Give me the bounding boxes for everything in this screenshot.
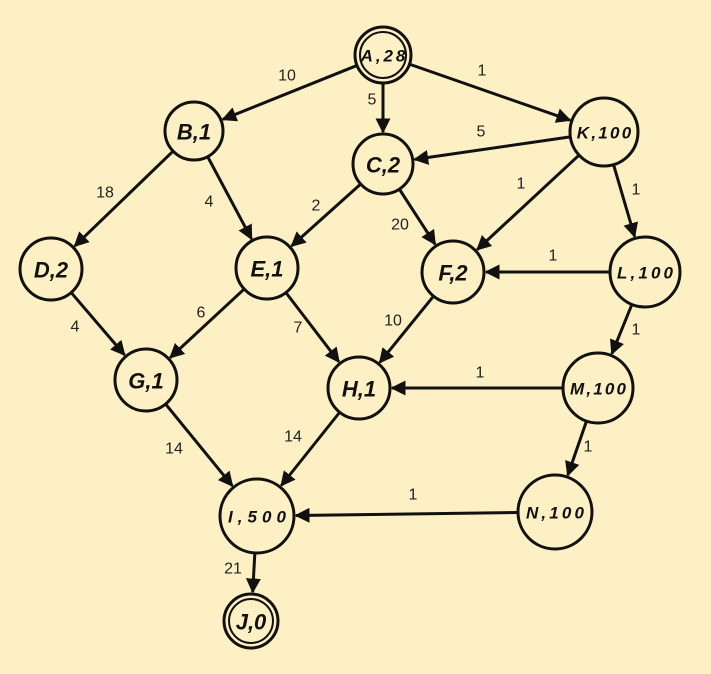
node-label: E,1 — [250, 257, 283, 282]
edge-weight-d-g: 4 — [71, 319, 80, 336]
edge-a-b — [221, 64, 357, 122]
edge-e-h — [285, 292, 341, 363]
edge-l-m — [610, 304, 633, 356]
node-f: F,2 — [420, 239, 486, 305]
node-n: N,100 — [516, 473, 594, 551]
edge-weight-m-n: 1 — [584, 439, 593, 456]
edge-weight-c-e: 2 — [312, 198, 321, 215]
node-d: D,2 — [18, 236, 84, 302]
edge-f-h — [378, 295, 435, 364]
node-circle — [351, 132, 415, 196]
node-k: K,100 — [568, 96, 640, 168]
node-label: G,1 — [128, 369, 163, 394]
edge-k-l — [612, 165, 638, 238]
node-c: C,2 — [351, 132, 415, 196]
node-e: E,1 — [234, 235, 300, 301]
edge-weight-e-g: 6 — [197, 305, 206, 322]
edge-b-d — [73, 150, 174, 248]
edge-d-g — [70, 292, 126, 357]
node-circle — [218, 477, 296, 555]
node-circle — [18, 236, 84, 302]
edge-weight-a-c: 5 — [368, 92, 377, 109]
node-label: L,100 — [617, 264, 674, 283]
edge-m-n — [565, 421, 588, 477]
node-label: D,2 — [34, 258, 69, 283]
node-inner-ring — [228, 598, 274, 644]
node-label: A,28 — [360, 47, 406, 66]
edge-weight-i-j: 21 — [224, 561, 242, 578]
edge-weight-h-i: 14 — [284, 429, 302, 446]
node-label: K,100 — [577, 124, 632, 143]
node-circle — [608, 235, 682, 309]
edge-a-k — [409, 63, 572, 123]
edge-h-i — [280, 412, 341, 487]
edge-i-j — [245, 553, 261, 594]
node-m: M,100 — [561, 351, 635, 425]
node-label: F,2 — [438, 261, 468, 286]
edge-weight-l-f: 1 — [549, 248, 558, 265]
node-circle — [326, 355, 392, 421]
node-circle — [561, 351, 635, 425]
edges-layer — [70, 63, 638, 594]
node-circle — [234, 235, 300, 301]
node-circle — [113, 347, 179, 413]
edge-weight-f-h: 10 — [384, 313, 402, 330]
edge-weight-e-h: 7 — [294, 320, 303, 337]
node-label: J,0 — [236, 610, 267, 635]
edge-b-e — [206, 156, 253, 241]
node-h: H,1 — [326, 355, 392, 421]
edge-weight-g-i: 14 — [165, 441, 183, 458]
node-l: L,100 — [608, 235, 682, 309]
edge-weight-k-c: 5 — [477, 124, 486, 141]
node-circle — [516, 473, 594, 551]
edge-n-i — [294, 507, 518, 523]
node-circle — [222, 592, 280, 650]
edge-weight-c-f: 20 — [391, 217, 409, 234]
edge-k-c — [413, 135, 570, 165]
node-a: A,28 — [353, 25, 413, 85]
node-inner-ring — [359, 31, 407, 79]
node-label: N,100 — [526, 504, 585, 523]
edge-weight-l-m: 1 — [632, 322, 641, 339]
edge-e-g — [169, 288, 245, 359]
edge-weight-b-d: 18 — [96, 185, 114, 202]
node-label: M,100 — [570, 380, 627, 399]
node-circle — [420, 239, 486, 305]
edge-weight-m-h: 1 — [476, 365, 485, 382]
edge-weight-a-k: 1 — [478, 63, 487, 80]
node-label: H,1 — [342, 377, 376, 402]
edge-c-f — [398, 189, 437, 246]
edge-g-i — [165, 403, 234, 487]
node-circle — [568, 96, 640, 168]
edge-weight-k-l: 1 — [632, 182, 641, 199]
node-b: B,1 — [163, 100, 225, 162]
edge-k-f — [476, 154, 580, 251]
node-j: J,0 — [222, 592, 280, 650]
edge-c-e — [290, 183, 361, 248]
node-label: B,1 — [177, 120, 211, 145]
node-label: C,2 — [366, 153, 401, 178]
node-circle — [163, 100, 225, 162]
edge-weight-a-b: 10 — [278, 68, 296, 85]
node-g: G,1 — [113, 347, 179, 413]
edge-weight-k-f: 1 — [517, 176, 526, 193]
edge-weight-n-i: 1 — [409, 487, 418, 504]
node-i: I,500 — [218, 477, 296, 555]
edge-weight-b-e: 4 — [205, 194, 214, 211]
node-circle — [353, 25, 413, 85]
